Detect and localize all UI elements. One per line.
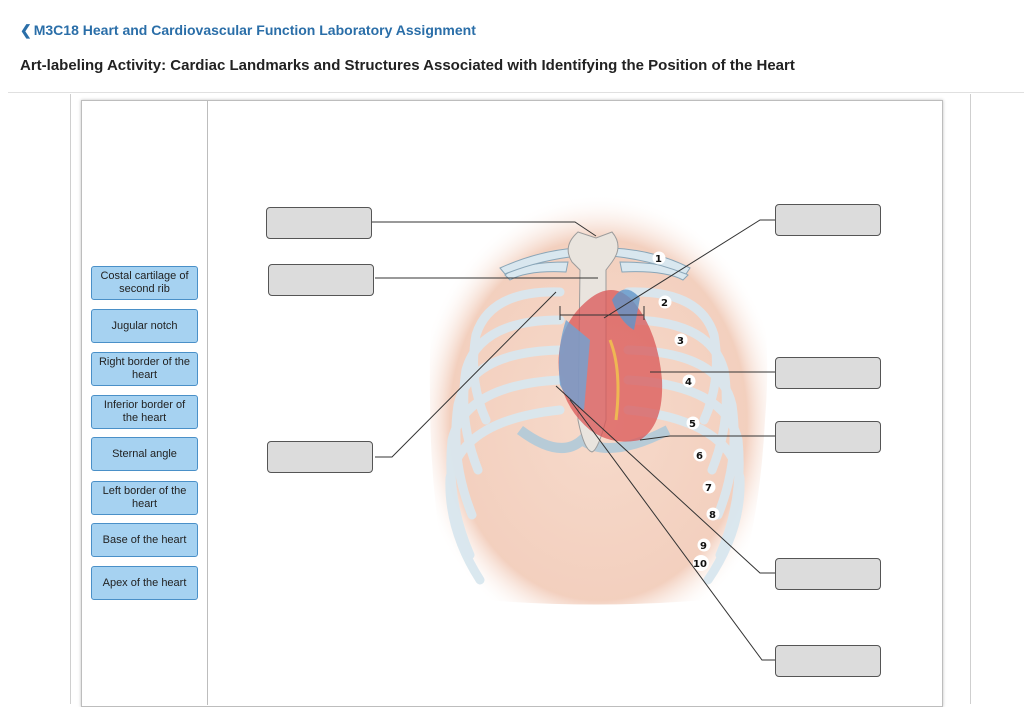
activity-area: [70, 94, 971, 704]
label-chip-left-border[interactable]: Left border of the heart: [91, 481, 198, 515]
back-link-label: M3C18 Heart and Cardiovascular Function …: [33, 22, 476, 38]
drop-zone[interactable]: [775, 204, 881, 236]
drop-zone[interactable]: [266, 207, 372, 239]
drop-zone[interactable]: [267, 441, 373, 473]
drop-zone[interactable]: [775, 357, 881, 389]
label-chip-right-border[interactable]: Right border of the heart: [91, 352, 198, 386]
rib-number: 9: [700, 541, 707, 552]
page-title: Art-labeling Activity: Cardiac Landmarks…: [20, 57, 795, 74]
rib-number: 8: [709, 510, 716, 521]
rib-number: 5: [689, 419, 696, 430]
rib-number: 3: [677, 336, 684, 347]
back-link[interactable]: ❮M3C18 Heart and Cardiovascular Function…: [20, 22, 476, 39]
label-bank: [81, 100, 208, 705]
drop-zone[interactable]: [775, 421, 881, 453]
rib-number: 1: [655, 254, 662, 265]
label-chip-sternal-angle[interactable]: Sternal angle: [91, 437, 198, 471]
rib-number: 7: [705, 483, 712, 494]
chevron-left-icon: ❮: [20, 22, 32, 38]
label-chip-base[interactable]: Base of the heart: [91, 523, 198, 557]
rib-number: 2: [661, 298, 668, 309]
rib-number: 4: [685, 377, 692, 388]
leader-lines: [372, 219, 775, 661]
label-chip-apex[interactable]: Apex of the heart: [91, 566, 198, 600]
label-chip-costal-cartilage[interactable]: Costal cartilage of second rib: [91, 266, 198, 300]
label-chip-inferior-border[interactable]: Inferior border of the heart: [91, 395, 198, 429]
divider: [8, 92, 1024, 93]
coronary-vessel: [608, 339, 620, 421]
label-chip-jugular-notch[interactable]: Jugular notch: [91, 309, 198, 343]
drop-zone[interactable]: [775, 645, 881, 677]
rib-number-labels: 1 2 3 4 5 6 7 8 9 10: [652, 251, 720, 571]
rib-number: 6: [696, 451, 703, 462]
right-atrium: [558, 320, 590, 410]
left-clavicle: [611, 247, 691, 275]
drop-zone[interactable]: [268, 264, 374, 296]
rib-number: 10: [693, 559, 707, 570]
drop-zone[interactable]: [775, 558, 881, 590]
